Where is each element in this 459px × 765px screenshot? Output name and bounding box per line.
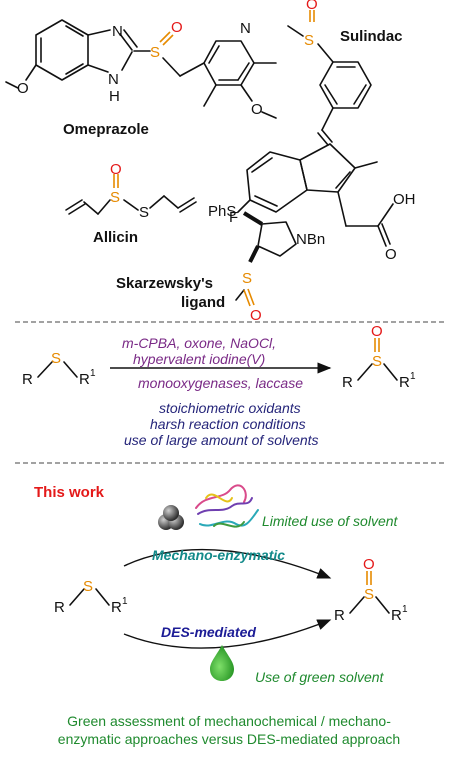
enzyme-icon	[195, 484, 259, 528]
sulindac-structure: S O F OH O	[229, 0, 416, 263]
sulindac-f-atom: F	[229, 209, 238, 226]
reaction1-reactant: R S R 1	[22, 350, 96, 388]
reaction2-product-r: R	[334, 607, 345, 624]
reaction1-reactant-r1-sup: 1	[90, 368, 96, 379]
reaction1-drawback-1: stoichiometric oxidants	[159, 400, 301, 416]
des-mediated-label: DES-mediated	[161, 624, 256, 640]
omeprazole-structure: N N H S O N O O	[5, 19, 277, 119]
reaction2-reactant-r1: R	[111, 599, 122, 616]
omeprazole-o-atom: O	[171, 19, 183, 36]
reaction2-product-r1-sup: 1	[402, 604, 408, 615]
reaction2-product-s: S	[364, 586, 374, 603]
omeprazole-n-atom: N	[112, 23, 123, 40]
reaction2-reactant-r: R	[54, 599, 65, 616]
omeprazole-s-atom: S	[150, 44, 160, 61]
omeprazole-pyridine-n-atom: N	[240, 20, 251, 37]
sulindac-o-atom: O	[306, 0, 318, 13]
skarzewsky-o-atom: O	[250, 307, 262, 324]
skarzewsky-s-atom: S	[242, 270, 252, 287]
sulindac-carbonyl-o-atom: O	[385, 246, 397, 263]
allicin-label: Allicin	[93, 229, 138, 246]
skarzewsky-ligand-structure: PhS NBn S O	[208, 203, 325, 324]
this-work-title: This work	[34, 484, 105, 501]
green-drop-icon	[210, 645, 234, 681]
reaction1-product-s: S	[372, 353, 382, 370]
skarzewsky-label-line2: ligand	[181, 294, 225, 311]
reaction2-reactant-s: S	[83, 578, 93, 595]
allicin-structure: S S O	[65, 161, 197, 221]
reaction2-product: R S O R 1	[334, 556, 408, 624]
reaction1-reactant-r1: R	[79, 371, 90, 388]
mechano-enzymatic-arrow	[123, 548, 332, 579]
sulindac-label: Sulindac	[340, 28, 403, 45]
reaction1-product-r1: R	[399, 374, 410, 391]
reaction2-reactant: R S R 1	[54, 578, 128, 616]
reaction2-reactant-r1-sup: 1	[122, 596, 128, 607]
des-mediated-arrow	[123, 619, 332, 649]
skarzewsky-label-line1: Skarzewsky's	[116, 275, 213, 292]
reaction1-reactant-s: S	[51, 350, 61, 367]
allicin-s1-atom: S	[110, 189, 120, 206]
omeprazole-ome-o-atom: O	[17, 80, 29, 97]
upper-note: Limited use of solvent	[262, 513, 399, 529]
footer-line2: enzymatic approaches versus DES-mediated…	[58, 731, 400, 747]
lower-note: Use of green solvent	[255, 669, 385, 685]
reaction1-product-o: O	[371, 323, 383, 340]
omeprazole-pyridine-ome-o-atom: O	[251, 101, 263, 118]
reaction1-product-r1-sup: 1	[410, 371, 416, 382]
allicin-s2-atom: S	[139, 204, 149, 221]
omeprazole-nh-atom: N	[108, 71, 119, 88]
skarzewsky-nbn-group: NBn	[296, 231, 325, 248]
reaction1-reagents-line2: hypervalent iodine(V)	[133, 351, 265, 367]
omeprazole-h-atom: H	[109, 88, 120, 105]
sulindac-s-atom: S	[304, 32, 314, 49]
reaction2-product-r1: R	[391, 607, 402, 624]
reaction1-drawback-3: use of large amount of solvents	[124, 432, 319, 448]
skarzewsky-phs-group: PhS	[208, 203, 236, 220]
ball-mill-icon	[158, 505, 184, 530]
mechano-enzymatic-label: Mechano-enzymatic	[152, 547, 285, 563]
reaction1-product: R S O R 1	[342, 323, 416, 391]
omeprazole-label: Omeprazole	[63, 121, 149, 138]
footer-line1: Green assessment of mechanochemical / me…	[67, 713, 391, 729]
reaction1-reactant-r: R	[22, 371, 33, 388]
reaction2-product-o: O	[363, 556, 375, 573]
reaction1-product-r: R	[342, 374, 353, 391]
reaction1-reagents-line1: m-CPBA, oxone, NaOCl,	[122, 335, 276, 351]
sulindac-oh-group: OH	[393, 191, 416, 208]
reaction1-drawback-2: harsh reaction conditions	[150, 416, 306, 432]
reaction1-enzymes: monooxygenases, laccase	[138, 375, 303, 391]
allicin-o-atom: O	[110, 161, 122, 178]
